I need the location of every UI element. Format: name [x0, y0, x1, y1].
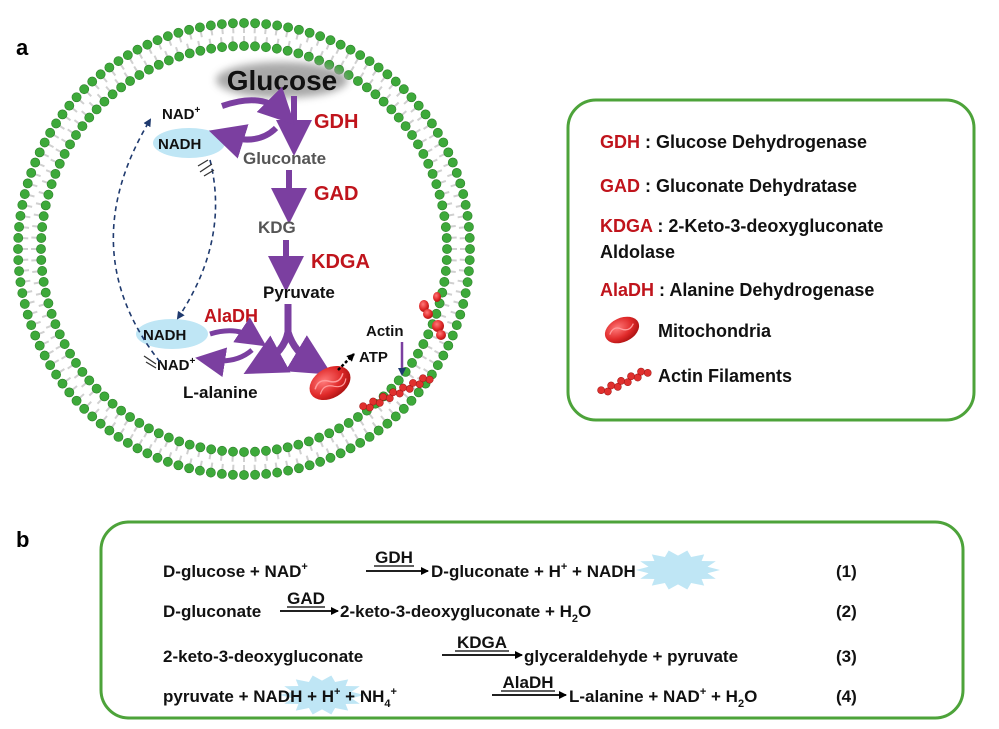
enzyme-gad: GAD: [314, 183, 358, 205]
legend-mitochondria-label: Mitochondria: [658, 321, 772, 341]
legend-actin-icon: [597, 367, 652, 396]
actin-filament-icon: [359, 374, 434, 412]
cell-membrane: [13, 18, 475, 480]
reaction-4-enzyme: AlaDH: [502, 673, 553, 692]
reaction-2-number: (2): [836, 602, 857, 621]
nad-bottom-label: NAD+: [157, 356, 196, 374]
reaction-2-left: D-gluconate: [163, 602, 261, 621]
dashed-arrow-to-nadh-bottom: [176, 159, 217, 320]
atp-label: ATP: [359, 349, 388, 366]
mitochondria-icon: [309, 365, 351, 401]
arrow-to-mitochondria: [284, 330, 333, 375]
legend-gad: GAD : Gluconate Dehydratase: [600, 176, 857, 196]
nad-top-label: NAD+: [162, 105, 201, 123]
dashed-arrow-to-nad-top: [112, 118, 161, 363]
reaction-2-enzyme: GAD: [287, 589, 325, 608]
reaction-3-left: 2-keto-3-deoxygluconate: [163, 647, 363, 666]
cycle-bottom-upper-arrow: [209, 317, 267, 347]
enzyme-aladh: AlaDH: [204, 306, 258, 326]
arrow-to-alanine: [243, 331, 292, 375]
nadh-glow-reaction-4: [280, 675, 364, 715]
alanine-label: L-alanine: [183, 383, 258, 402]
legend-mitochondria-icon: [604, 316, 640, 344]
reaction-4-right: L-alanine + NAD+ + H2O: [569, 686, 757, 710]
actin-monomers-icon: [419, 292, 446, 340]
legend-kdga: KDGA : 2-Keto-3-deoxygluconate: [600, 216, 883, 236]
reaction-2-right: 2-keto-3-deoxygluconate + H2O: [340, 602, 591, 625]
reaction-4-number: (4): [836, 687, 857, 706]
reaction-3-enzyme: KDGA: [457, 633, 507, 652]
reaction-4-left: pyruvate + NADH + H+ + NH4+: [163, 686, 397, 710]
nadh-glow-reaction-1: [636, 550, 720, 590]
cycle-top-upper-arrow: [221, 86, 295, 125]
glucose-label: Glucose: [227, 65, 337, 96]
legend-kdga-line2: Aldolase: [600, 242, 675, 262]
reaction-1-left: D-glucose + NAD+: [163, 561, 308, 581]
nadh-top-label: NADH: [158, 136, 201, 153]
kdg-label: KDG: [258, 218, 296, 237]
panel-a-label: a: [16, 35, 29, 60]
pyruvate-label: Pyruvate: [263, 283, 335, 302]
reaction-3-right: glyceraldehyde + pyruvate: [524, 647, 738, 666]
glucose-glow: [216, 62, 348, 98]
cycle-bottom-lower-arrow: [195, 347, 254, 378]
nadh-bottom-label: NADH: [143, 327, 186, 344]
reactions-box: [99, 520, 965, 720]
cycle-top-lower-arrow: [208, 124, 279, 159]
block-mark-top: [197, 159, 215, 177]
legend-gdh: GDH : Glucose Dehydrogenase: [600, 132, 867, 152]
legend-aladh: AlaDH : Alanine Dehydrogenase: [600, 280, 874, 300]
arrow-mito-atp: [337, 353, 355, 371]
reaction-1-right: D-gluconate + H+ + NADH: [431, 561, 636, 581]
reaction-3-number: (3): [836, 647, 857, 666]
block-mark-bottom: [143, 355, 157, 369]
nadh-top-glow: [153, 128, 225, 158]
reaction-1-number: (1): [836, 562, 857, 581]
legend-actin-label: Actin Filaments: [658, 366, 792, 386]
reaction-1-enzyme: GDH: [375, 548, 413, 567]
nadh-bottom-glow: [136, 319, 208, 349]
actin-label: Actin: [366, 323, 404, 340]
panel-b-label: b: [16, 527, 29, 552]
gluconate-label: Gluconate: [243, 149, 326, 168]
legend-box: [566, 98, 976, 422]
enzyme-gdh: GDH: [314, 111, 358, 133]
enzyme-kdga: KDGA: [311, 251, 370, 273]
